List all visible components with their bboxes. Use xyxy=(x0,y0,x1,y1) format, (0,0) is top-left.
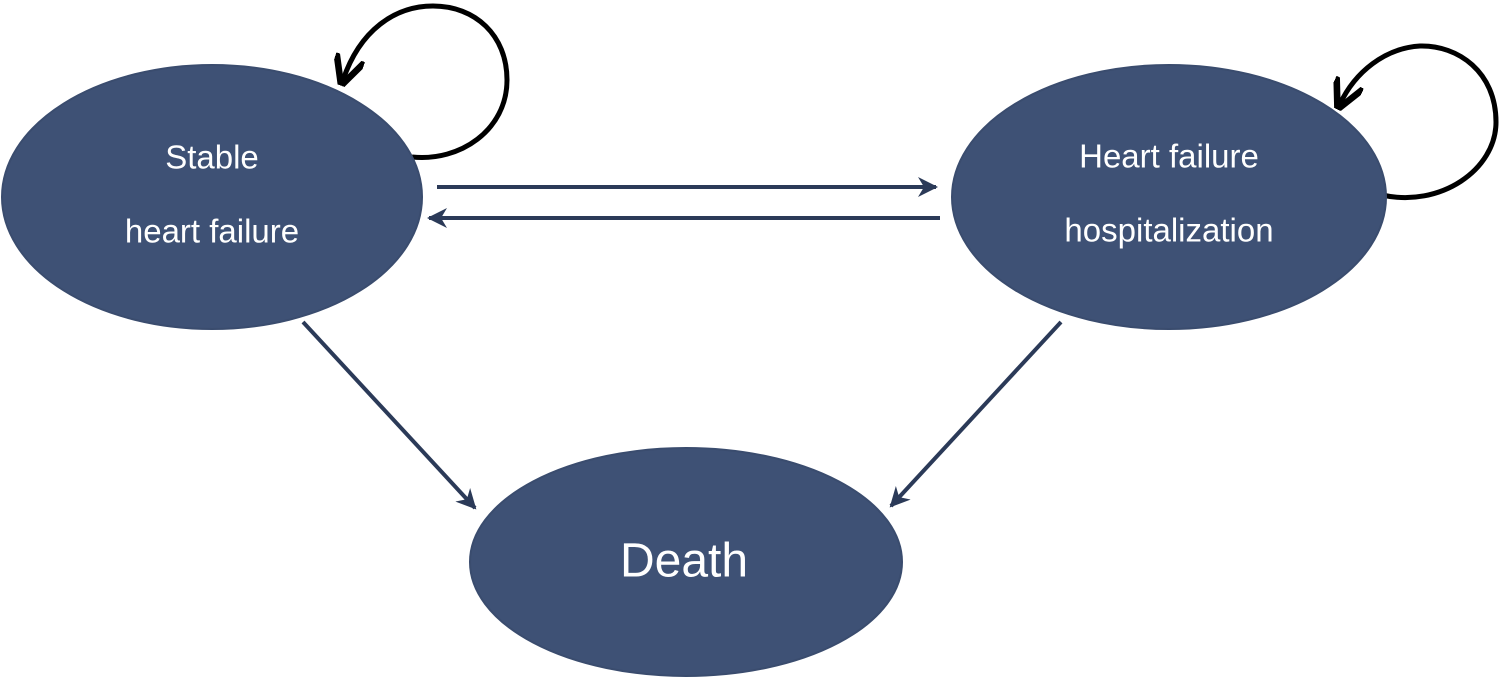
self-loop-stable xyxy=(343,3,510,161)
edge-stable-to-death xyxy=(301,320,477,510)
edge-hospitalization-to-death xyxy=(889,320,1063,508)
state-stable-heart-failure: Stable heart failure xyxy=(1,64,423,330)
state-stable-label-line1: Stable xyxy=(165,139,259,176)
self-loop-hospitalization xyxy=(1340,43,1499,201)
state-death: Death xyxy=(469,447,903,677)
state-stable-label-line2: heart failure xyxy=(125,213,299,250)
state-hospitalization-label-line2: hospitalization xyxy=(1064,212,1273,249)
state-hospitalization-label-line1: Heart failure xyxy=(1079,138,1259,175)
state-heart-failure-hospitalization: Heart failure hospitalization xyxy=(951,64,1387,330)
state-death-label: Death xyxy=(620,535,748,588)
